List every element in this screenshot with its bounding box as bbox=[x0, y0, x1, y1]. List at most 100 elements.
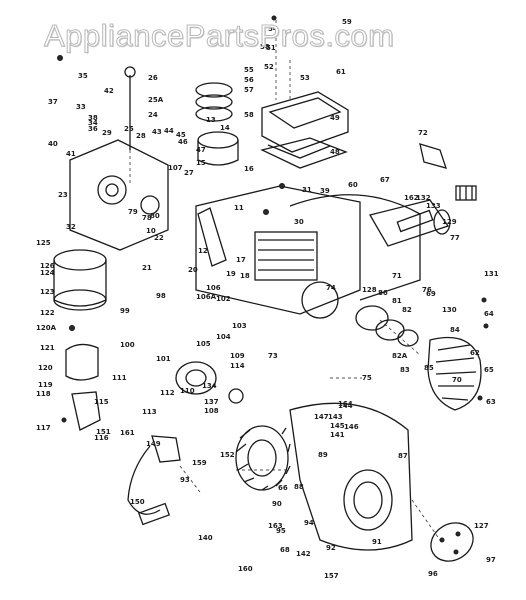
label-87: 87 bbox=[398, 452, 408, 460]
label-70: 70 bbox=[452, 376, 462, 384]
label-37: 37 bbox=[48, 98, 58, 106]
label-112: 112 bbox=[160, 389, 175, 397]
label-61: 61 bbox=[336, 68, 346, 76]
label-23: 23 bbox=[58, 191, 68, 199]
label-115: 115 bbox=[94, 398, 109, 406]
label-121: 121 bbox=[40, 344, 55, 352]
label-17: 17 bbox=[236, 256, 246, 264]
label-64: 64 bbox=[484, 310, 494, 318]
label-58: 58 bbox=[244, 111, 254, 119]
label-85: 85 bbox=[424, 364, 434, 372]
label-88: 88 bbox=[294, 483, 304, 491]
label-129: 129 bbox=[442, 218, 457, 226]
label-143: 143 bbox=[328, 413, 343, 421]
label-36: 36 bbox=[88, 125, 98, 133]
label-79: 79 bbox=[128, 208, 138, 216]
label-144: 144 bbox=[338, 402, 353, 410]
label-133: 133 bbox=[426, 202, 441, 210]
label-16: 16 bbox=[244, 165, 254, 173]
label-26: 26 bbox=[148, 74, 158, 82]
label-30: 30 bbox=[294, 218, 304, 226]
label-25: 25 bbox=[124, 125, 134, 133]
label-95: 95 bbox=[276, 527, 286, 535]
label-126: 126 bbox=[40, 262, 55, 270]
label-119: 119 bbox=[38, 381, 53, 389]
label-48: 48 bbox=[330, 148, 340, 156]
label-116: 116 bbox=[94, 434, 109, 442]
label-54: 54 bbox=[268, 25, 278, 33]
label-111: 111 bbox=[112, 374, 127, 382]
label-25A: 25A bbox=[148, 96, 164, 104]
label-18: 18 bbox=[240, 272, 250, 280]
label-149: 149 bbox=[146, 440, 161, 448]
label-65: 65 bbox=[484, 366, 494, 374]
label-66: 66 bbox=[278, 484, 288, 492]
label-110: 110 bbox=[180, 387, 195, 395]
label-41: 41 bbox=[66, 150, 76, 158]
label-20: 20 bbox=[188, 266, 198, 274]
label-14: 14 bbox=[220, 124, 230, 132]
label-102: 102 bbox=[216, 295, 231, 303]
label-86: 86 bbox=[378, 289, 388, 297]
label-53: 53 bbox=[300, 74, 310, 82]
label-113: 113 bbox=[142, 408, 157, 416]
label-51: 51 bbox=[266, 44, 276, 52]
label-125: 125 bbox=[36, 239, 51, 247]
label-131: 131 bbox=[484, 270, 499, 278]
label-44: 44 bbox=[164, 127, 174, 135]
label-151: 151 bbox=[96, 428, 111, 436]
label-31: 31 bbox=[302, 186, 312, 194]
label-74: 74 bbox=[326, 284, 336, 292]
label-127: 127 bbox=[474, 522, 489, 530]
label-122: 122 bbox=[40, 309, 55, 317]
label-52: 52 bbox=[264, 63, 274, 71]
label-93: 93 bbox=[180, 476, 190, 484]
label-105: 105 bbox=[196, 340, 211, 348]
label-49: 49 bbox=[330, 114, 340, 122]
label-142: 142 bbox=[296, 550, 311, 558]
label-94: 94 bbox=[304, 519, 314, 527]
label-97: 97 bbox=[486, 556, 496, 564]
label-83: 83 bbox=[400, 366, 410, 374]
label-99: 99 bbox=[120, 307, 130, 315]
label-10: 10 bbox=[146, 227, 156, 235]
label-164: 164 bbox=[338, 400, 353, 408]
label-124: 124 bbox=[40, 269, 55, 277]
label-78: 78 bbox=[142, 214, 152, 222]
label-163: 163 bbox=[268, 522, 283, 530]
label-28: 28 bbox=[136, 132, 146, 140]
label-22: 22 bbox=[154, 234, 164, 242]
label-76: 76 bbox=[422, 286, 432, 294]
label-47: 47 bbox=[196, 146, 206, 154]
part-outlines bbox=[53, 15, 489, 562]
label-117: 117 bbox=[36, 424, 51, 432]
label-24: 24 bbox=[148, 111, 158, 119]
label-89: 89 bbox=[318, 451, 328, 459]
label-63: 63 bbox=[486, 398, 496, 406]
label-145: 145 bbox=[330, 422, 345, 430]
label-159: 159 bbox=[192, 459, 207, 467]
label-96: 96 bbox=[428, 570, 438, 578]
label-68: 68 bbox=[280, 546, 290, 554]
label-108: 108 bbox=[204, 407, 219, 415]
label-98: 98 bbox=[156, 292, 166, 300]
label-147: 147 bbox=[314, 413, 329, 421]
label-71: 71 bbox=[392, 272, 402, 280]
label-118: 118 bbox=[36, 390, 51, 398]
label-43: 43 bbox=[152, 128, 162, 136]
label-123: 123 bbox=[40, 288, 55, 296]
label-141: 141 bbox=[330, 431, 345, 439]
label-19: 19 bbox=[226, 270, 236, 278]
label-100: 100 bbox=[120, 341, 135, 349]
label-50: 50 bbox=[260, 43, 270, 51]
label-132: 132 bbox=[416, 194, 431, 202]
label-130: 130 bbox=[442, 306, 457, 314]
label-34: 34 bbox=[88, 119, 98, 127]
label-60: 60 bbox=[348, 181, 358, 189]
label-101: 101 bbox=[156, 355, 171, 363]
label-59: 59 bbox=[342, 18, 352, 26]
label-146: 146 bbox=[344, 423, 359, 431]
label-91: 91 bbox=[372, 538, 382, 546]
label-161: 161 bbox=[120, 429, 135, 437]
label-72: 72 bbox=[418, 129, 428, 137]
